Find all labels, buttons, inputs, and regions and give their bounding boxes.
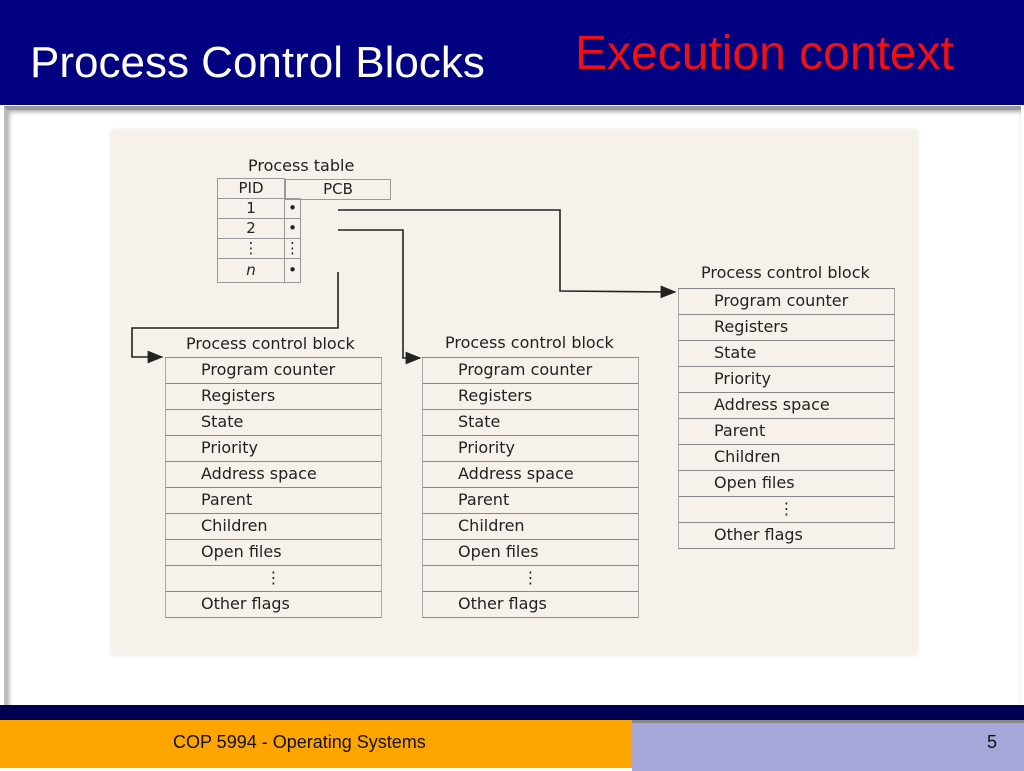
arrow-pid1 bbox=[338, 209, 677, 299]
pcb-field: Open files bbox=[165, 540, 382, 566]
pcb-field: Program counter bbox=[422, 358, 639, 384]
pcb-field: Parent bbox=[678, 419, 895, 445]
pcb-pointer: ⋮ bbox=[284, 238, 301, 259]
pcb-field: Parent bbox=[165, 488, 382, 514]
footer-right bbox=[632, 720, 1024, 771]
footer-band bbox=[0, 705, 1024, 720]
pcb-field: Address space bbox=[422, 462, 639, 488]
footer-left bbox=[0, 720, 632, 768]
pcb-field: ⋮ bbox=[422, 566, 639, 592]
pcb-field: Priority bbox=[422, 436, 639, 462]
pcb-field: Children bbox=[678, 445, 895, 471]
pid-cell: n bbox=[217, 258, 285, 283]
slide-subtitle: Execution context bbox=[575, 27, 954, 80]
pcb-title-middle: Process control block bbox=[445, 333, 614, 352]
process-table-title: Process table bbox=[248, 156, 355, 175]
pcb-field: State bbox=[422, 410, 639, 436]
slide-title: Process Control Blocks bbox=[30, 38, 485, 87]
pcb-field: Priority bbox=[165, 436, 382, 462]
pcb-field: ⋮ bbox=[165, 566, 382, 592]
pcb-field: Program counter bbox=[678, 289, 895, 315]
course-name: COP 5994 - Operating Systems bbox=[173, 732, 426, 752]
pcb-field: Address space bbox=[165, 462, 382, 488]
pcb-field: Registers bbox=[422, 384, 639, 410]
pcb-field: State bbox=[165, 410, 382, 436]
pcb-field: Priority bbox=[678, 367, 895, 393]
pcb-field: Parent bbox=[422, 488, 639, 514]
pcb-field: Children bbox=[165, 514, 382, 540]
pcb-header: PCB bbox=[285, 178, 391, 200]
page-number: 5 bbox=[986, 732, 997, 752]
pcb-field: Other flags bbox=[422, 592, 639, 618]
slide-header: Process Control Blocks Execution context bbox=[0, 0, 1024, 105]
pcb-field: Registers bbox=[678, 315, 895, 341]
pcb-field: ⋮ bbox=[678, 497, 895, 523]
pcb-field: Address space bbox=[678, 393, 895, 419]
pcb-field: Program counter bbox=[165, 358, 382, 384]
pcb-field: State bbox=[678, 341, 895, 367]
pcb-field: Open files bbox=[678, 471, 895, 497]
pcb-title-left: Process control block bbox=[186, 334, 355, 353]
pcb-field: Open files bbox=[422, 540, 639, 566]
pcb-field: Other flags bbox=[165, 592, 382, 618]
pcb-field: Registers bbox=[165, 384, 382, 410]
pcb-field: Other flags bbox=[678, 523, 895, 549]
arrow-pid2 bbox=[338, 229, 422, 365]
arrow-pidn bbox=[131, 272, 339, 364]
pcb-field: Children bbox=[422, 514, 639, 540]
pcb-pointer: • bbox=[284, 258, 301, 283]
pcb-title-right: Process control block bbox=[701, 263, 870, 282]
